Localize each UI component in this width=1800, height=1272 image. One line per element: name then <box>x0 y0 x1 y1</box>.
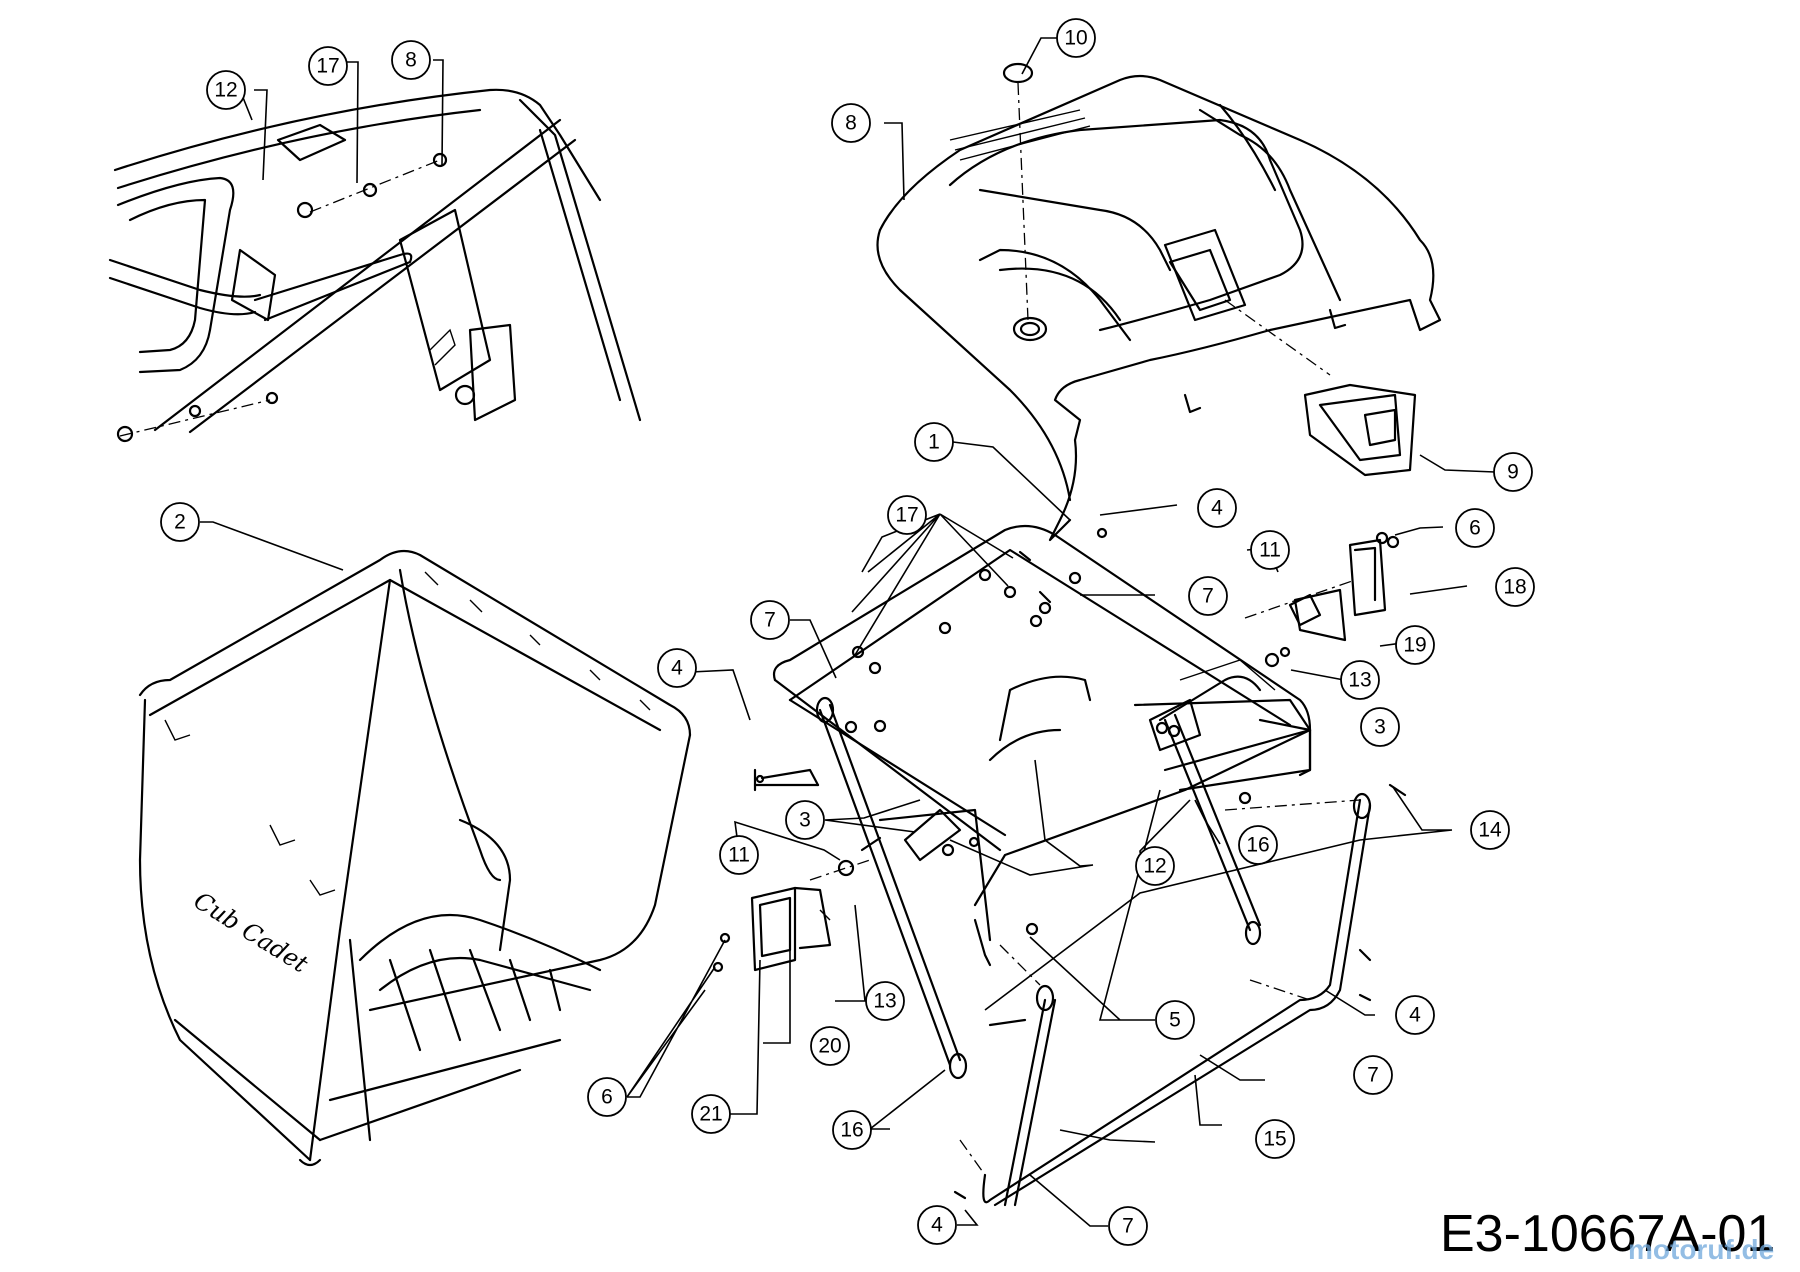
callouts: 1 2 3 3 4 4 4 4 5 6 6 7 7 7 7 8 8 9 10 1… <box>160 18 1535 1246</box>
callout-21: 21 <box>691 1094 731 1134</box>
fasteners <box>844 527 1400 936</box>
svg-text:2: 2 <box>174 511 186 534</box>
diagram-code: E3-10667A-01 <box>1440 1205 1776 1263</box>
callout-4-right: 4 <box>1395 995 1435 1035</box>
callout-13-right: 13 <box>1340 660 1380 700</box>
callout-18: 18 <box>1495 567 1535 607</box>
callout-19: 19 <box>1395 625 1435 665</box>
inset-detail-view <box>108 88 642 443</box>
callout-3-left: 3 <box>785 800 825 840</box>
svg-text:7: 7 <box>764 609 776 632</box>
callout-14: 14 <box>1470 810 1510 850</box>
callout-16-left: 16 <box>832 1110 872 1150</box>
bag-frame <box>772 524 1312 967</box>
watermark: motoruf.de <box>1628 1234 1775 1265</box>
callout-12-inset: 12 <box>206 70 246 110</box>
svg-text:16: 16 <box>1246 834 1269 857</box>
svg-text:14: 14 <box>1478 819 1502 842</box>
svg-text:4: 4 <box>931 1214 943 1237</box>
callout-7-left: 7 <box>750 600 790 640</box>
svg-text:5: 5 <box>1169 1009 1181 1032</box>
svg-text:3: 3 <box>799 809 811 832</box>
svg-text:11: 11 <box>728 844 750 867</box>
svg-text:6: 6 <box>601 1086 613 1109</box>
brand-logo-text: Cub Cadet <box>189 886 313 978</box>
callout-7-bottom: 7 <box>1108 1206 1148 1246</box>
callout-11-right: 11 <box>1250 530 1290 570</box>
svg-text:4: 4 <box>1211 497 1223 520</box>
callout-10: 10 <box>1056 18 1096 58</box>
svg-text:17: 17 <box>895 504 918 527</box>
svg-text:15: 15 <box>1263 1128 1286 1151</box>
callout-5: 5 <box>1155 1000 1195 1040</box>
svg-text:18: 18 <box>1503 576 1526 599</box>
svg-text:10: 10 <box>1064 27 1087 50</box>
svg-text:8: 8 <box>845 112 857 135</box>
svg-text:4: 4 <box>671 657 683 680</box>
svg-text:12: 12 <box>1143 855 1166 878</box>
callout-20: 20 <box>810 1026 850 1066</box>
svg-text:20: 20 <box>818 1035 841 1058</box>
callout-4-bottom: 4 <box>917 1205 957 1245</box>
callout-1: 1 <box>914 422 954 462</box>
callout-9: 9 <box>1493 452 1533 492</box>
svg-text:9: 9 <box>1507 461 1519 484</box>
svg-text:6: 6 <box>1469 517 1481 540</box>
callout-17-inset: 17 <box>308 46 348 86</box>
svg-text:11: 11 <box>1259 539 1281 562</box>
callout-7-top: 7 <box>1188 576 1228 616</box>
callout-16-right: 16 <box>1238 825 1278 865</box>
callout-7-right: 7 <box>1353 1055 1393 1095</box>
callout-12-frame: 12 <box>1135 846 1175 886</box>
callout-4-top: 4 <box>1197 488 1237 528</box>
callout-2: 2 <box>160 502 200 542</box>
svg-text:3: 3 <box>1374 716 1386 739</box>
svg-text:21: 21 <box>699 1103 722 1126</box>
callout-17-frame: 17 <box>887 495 927 535</box>
svg-text:8: 8 <box>405 49 417 72</box>
callout-6-left: 6 <box>587 1077 627 1117</box>
svg-text:13: 13 <box>1348 669 1371 692</box>
svg-text:7: 7 <box>1122 1215 1134 1238</box>
svg-text:7: 7 <box>1202 585 1214 608</box>
bag-top-cover <box>876 62 1442 542</box>
callout-11-left: 11 <box>719 835 759 875</box>
callout-15: 15 <box>1255 1119 1295 1159</box>
svg-text:12: 12 <box>214 79 237 102</box>
callout-8-cover: 8 <box>831 103 871 143</box>
svg-text:7: 7 <box>1367 1064 1379 1087</box>
svg-text:4: 4 <box>1409 1004 1421 1027</box>
svg-text:1: 1 <box>928 431 940 454</box>
callout-8-inset: 8 <box>391 40 431 80</box>
grass-bag: Cub Cadet <box>138 549 692 1167</box>
svg-text:16: 16 <box>840 1119 863 1142</box>
svg-text:19: 19 <box>1403 634 1426 657</box>
callout-3-right: 3 <box>1360 707 1400 747</box>
callout-13-left: 13 <box>865 981 905 1021</box>
callout-6-right: 6 <box>1455 508 1495 548</box>
callout-4-left: 4 <box>657 648 697 688</box>
support-struts <box>815 696 1372 1207</box>
svg-text:13: 13 <box>873 990 896 1013</box>
brackets-hardware <box>712 538 1407 1200</box>
svg-text:17: 17 <box>316 55 339 78</box>
